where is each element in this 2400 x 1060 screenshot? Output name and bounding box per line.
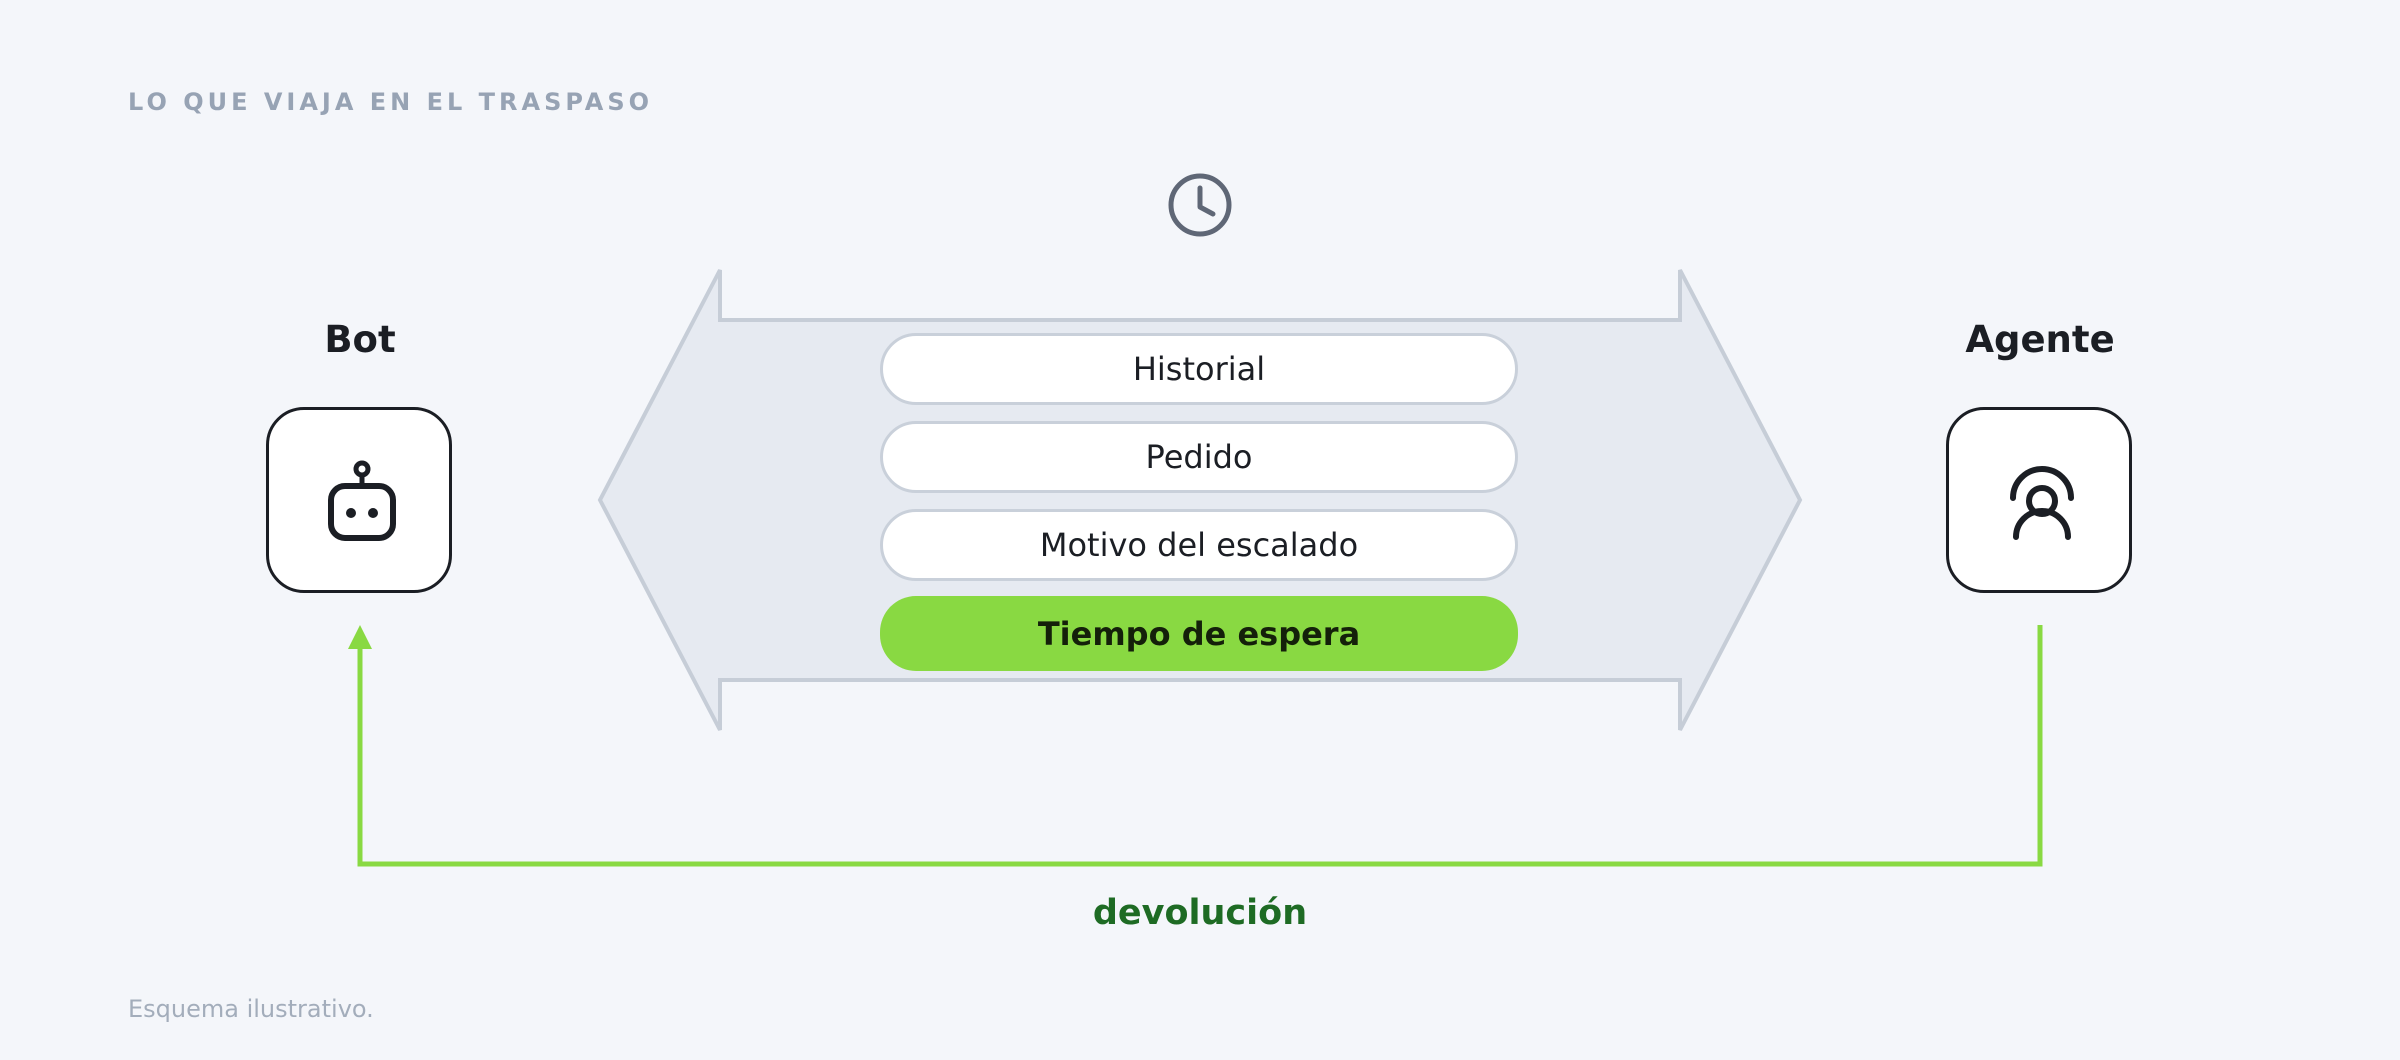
item-order: Pedido <box>880 421 1518 493</box>
headset-agent-icon <box>2010 466 2074 540</box>
item-wait-time: Tiempo de espera <box>880 596 1518 671</box>
item-escalation-reason: Motivo del escalado <box>880 509 1518 581</box>
bot-node <box>266 407 452 593</box>
return-label: devolución <box>1092 893 1308 933</box>
item-history: Historial <box>880 333 1518 405</box>
bot-label: Bot <box>324 318 396 361</box>
footnote: Esquema ilustrativo. <box>128 995 374 1023</box>
clock-icon <box>1168 173 1232 237</box>
agent-label: Agente <box>1965 318 2115 361</box>
return-arrow-line <box>357 625 2043 867</box>
return-arrow-head <box>348 625 372 649</box>
robot-icon <box>328 460 396 541</box>
agent-node <box>1946 407 2132 593</box>
diagram-heading: LO QUE VIAJA EN EL TRASPASO <box>128 88 654 116</box>
